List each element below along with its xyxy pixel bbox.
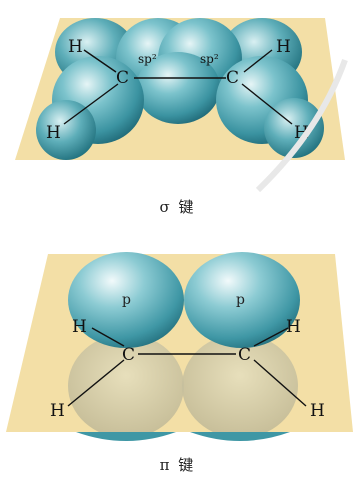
pi-bond-c-h-bottom-left bbox=[67, 359, 125, 407]
pi-bond-lines bbox=[67, 327, 307, 407]
pi-bond-c-h-top-left bbox=[91, 327, 125, 347]
sigma-bond-panel: H H C C H H sp² sp² σ 键 bbox=[0, 0, 355, 225]
bond-c-h-top-left bbox=[83, 49, 117, 73]
sigma-h-bottom-left-label: H bbox=[46, 123, 61, 143]
sigma-h-top-right-label: H bbox=[276, 37, 291, 57]
pi-c-right-label: C bbox=[238, 345, 251, 365]
p-orbital-lower-lobe-left bbox=[68, 334, 184, 438]
sigma-c-right-label: C bbox=[226, 68, 239, 88]
pi-h-bottom-right-label: H bbox=[310, 401, 325, 421]
sigma-bond-lines bbox=[63, 49, 293, 125]
bond-c-h-top-right bbox=[243, 49, 273, 73]
pi-bond-c-h-bottom-right bbox=[253, 359, 307, 407]
c-h-orbital-bottom-left bbox=[36, 100, 96, 160]
p-orbital-upper-lobe-right bbox=[184, 252, 300, 348]
decorative-arc bbox=[255, 58, 348, 193]
pi-bond-diagram: p p H H C C H H bbox=[6, 252, 353, 441]
pi-c-left-label: C bbox=[122, 345, 135, 365]
pi-h-bottom-left-label: H bbox=[50, 401, 65, 421]
sp2-left-label: sp² bbox=[138, 52, 157, 66]
sigma-bond-diagram: H H C C H H sp² sp² bbox=[15, 18, 348, 193]
p-orbital-upper-lobe-left bbox=[68, 252, 184, 348]
sigma-h-top-left-label: H bbox=[68, 37, 83, 57]
c-c-sigma-overlap bbox=[136, 52, 220, 124]
bond-c-h-bottom-left bbox=[63, 83, 119, 125]
sigma-c-left-label: C bbox=[116, 68, 129, 88]
pi-bond-c-h-top-right bbox=[253, 327, 289, 347]
pi-h-top-left-label: H bbox=[72, 317, 87, 337]
p-left-label: p bbox=[122, 292, 131, 308]
p-right-label: p bbox=[236, 292, 245, 308]
pi-bond-caption: π 键 bbox=[159, 456, 196, 474]
bond-c-h-bottom-right bbox=[241, 83, 293, 125]
pi-bond-panel: p p H H C C H H π 键 bbox=[0, 236, 355, 477]
sigma-bond-caption: σ 键 bbox=[159, 198, 196, 216]
pi-h-top-right-label: H bbox=[286, 317, 301, 337]
lower-lobe-rim-left bbox=[76, 432, 176, 441]
p-orbital-lower-lobe-right bbox=[182, 334, 298, 438]
lower-lobe-rim-right bbox=[190, 432, 290, 441]
sp2-right-label: sp² bbox=[200, 52, 219, 66]
